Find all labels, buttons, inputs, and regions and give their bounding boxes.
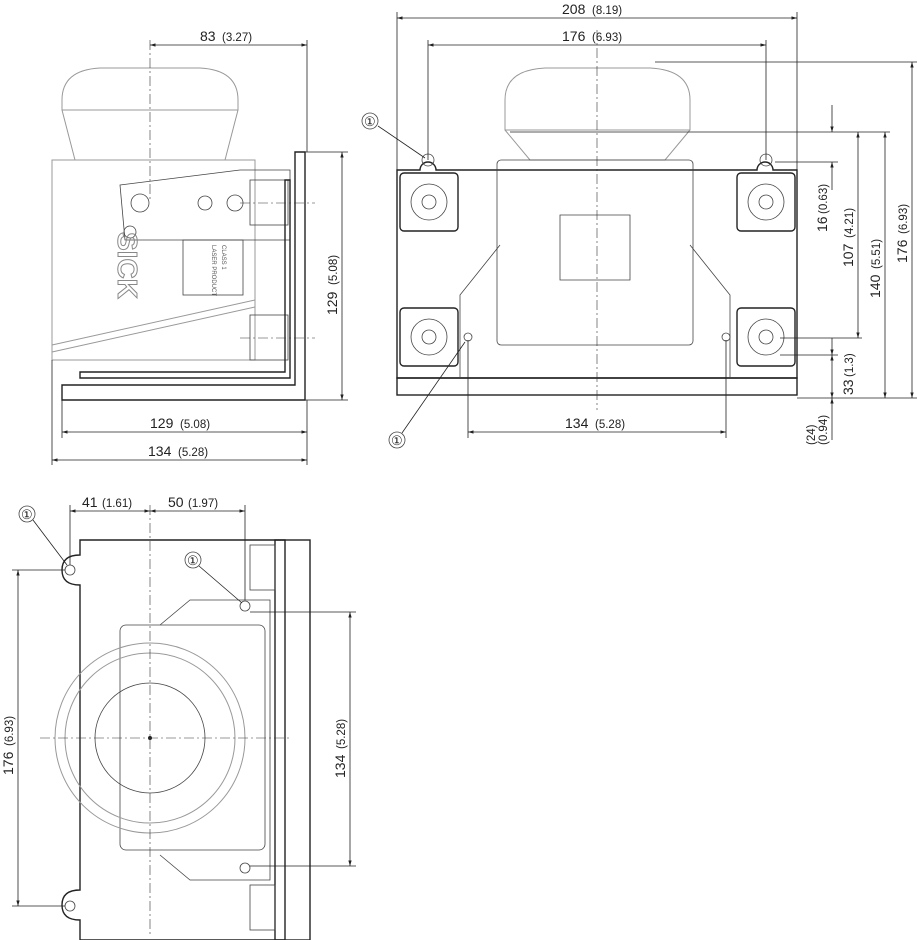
dim-134-top: 134 xyxy=(332,754,348,778)
dim-140: 140 xyxy=(867,274,883,298)
top-view: 41 (1.61) 50 (1.97) 176 (6.93) 134 (5.28… xyxy=(0,494,356,940)
dim-24: (24) xyxy=(806,424,818,445)
laser-label-line2: LASER PRODUCT xyxy=(210,245,216,296)
laser-label-line1: CLASS 1 xyxy=(220,245,226,270)
dim-176-right: 176 xyxy=(894,239,910,263)
dim-134-side: 134 xyxy=(148,443,172,459)
dim-83: 83 xyxy=(200,28,216,44)
callout-1-top-plate: ① xyxy=(21,507,33,522)
callout-1-top-bracket: ① xyxy=(187,553,199,568)
dim-41-inch: (1.61) xyxy=(102,498,132,510)
dim-176-top-inch: (6.93) xyxy=(4,716,16,746)
dim-50-inch: (1.97) xyxy=(188,498,218,510)
dim-129-horizontal: 129 xyxy=(150,415,174,431)
dim-107: 107 xyxy=(840,243,856,267)
mounting-plate-top xyxy=(61,539,286,940)
dim-176-front-inch: (6.93) xyxy=(592,32,622,44)
dim-33-inch: (1.3) xyxy=(844,353,856,377)
dim-24-inch: (0.94) xyxy=(818,415,830,445)
dim-41: 41 xyxy=(82,494,98,510)
dim-176-right-inch: (6.93) xyxy=(898,204,910,234)
dim-83-inch: (3.27) xyxy=(222,32,252,44)
scanner-body xyxy=(51,159,256,361)
mount-bracket xyxy=(119,169,291,241)
dim-16-inch: (0.63) xyxy=(818,184,830,214)
dim-107-inch: (4.21) xyxy=(844,208,856,238)
front-view: 208 (8.19) 176 (6.93) 134 (5.28) 16 (0.6… xyxy=(361,1,917,449)
dim-129-horizontal-inch: (5.08) xyxy=(180,419,210,431)
scanner-dome xyxy=(61,67,239,111)
dim-140-inch: (5.51) xyxy=(871,239,883,269)
callout-1-base-hole: ① xyxy=(391,433,403,448)
side-view: SICK CLASS 1 LASER PRODUCT 83 (3.27) 129… xyxy=(51,28,348,465)
dim-134-front: 134 xyxy=(565,415,589,431)
mounting-feet xyxy=(399,172,796,367)
callout-1-mounting-hole: ① xyxy=(364,114,376,129)
dim-16: 16 xyxy=(814,216,830,232)
scanner-dome-front xyxy=(504,67,691,131)
vertical-bracket-top xyxy=(274,539,311,940)
sick-logo: SICK xyxy=(112,232,143,299)
dim-208: 208 xyxy=(562,1,586,17)
dim-129-vertical-inch: (5.08) xyxy=(328,255,340,285)
dim-134-front-inch: (5.28) xyxy=(595,419,625,431)
l-bracket xyxy=(61,151,306,401)
dim-33: 33 xyxy=(840,379,856,395)
dim-176-front: 176 xyxy=(562,28,586,44)
dim-134-side-inch: (5.28) xyxy=(178,447,208,459)
dim-208-inch: (8.19) xyxy=(592,5,622,17)
dim-176-top: 176 xyxy=(0,751,16,775)
dim-129-vertical: 129 xyxy=(324,291,340,315)
dim-50: 50 xyxy=(168,494,184,510)
scanner-body-front xyxy=(496,159,694,346)
dim-134-top-inch: (5.28) xyxy=(336,719,348,749)
